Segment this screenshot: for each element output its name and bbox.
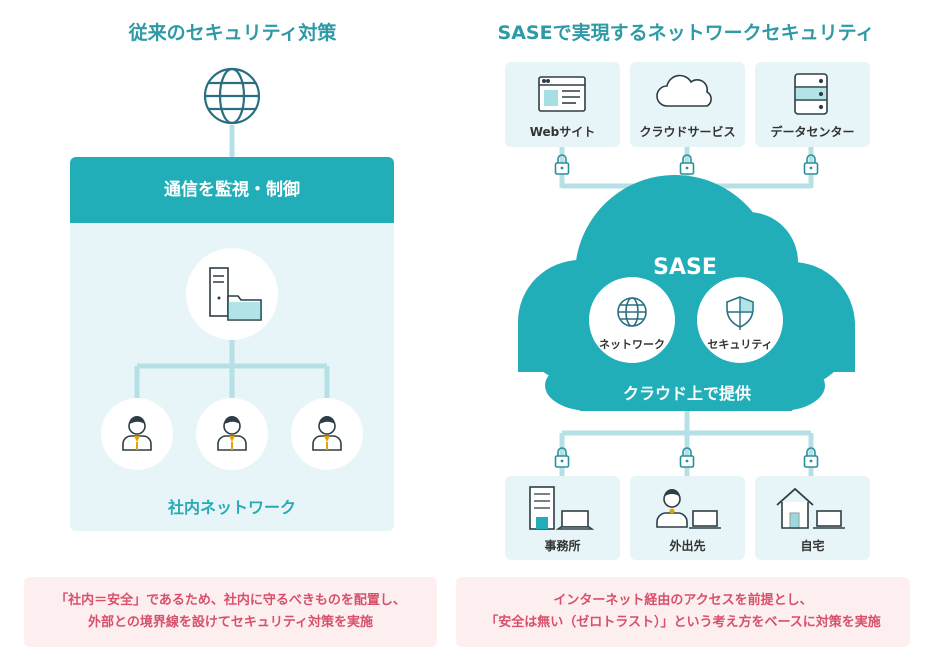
left-note: 「社内＝安全」であるため、社内に守るべきものを配置し、 外部との境界線を設けてセ… <box>24 577 437 647</box>
left-note-line1: 「社内＝安全」であるため、社内に守るべきものを配置し、 <box>55 593 406 608</box>
sase-title: SASE <box>653 255 717 280</box>
left-note-line2: 外部との境界線を設けてセキュリティ対策を実施 <box>87 615 374 630</box>
office-building-icon <box>529 486 595 530</box>
service-label: Webサイト <box>529 125 596 139</box>
tree-connector <box>134 338 330 398</box>
cloud-subtitle: クラウド上で提供 <box>622 384 751 403</box>
security-label: セキュリティ <box>707 338 773 351</box>
service-label: データセンター <box>770 125 855 139</box>
network-label: ネットワーク <box>599 338 665 351</box>
remote-worker-icon <box>656 489 721 529</box>
browser-icon <box>538 76 586 112</box>
sase-cloud <box>518 175 855 411</box>
endpoint-label: 外出先 <box>669 539 706 553</box>
endpoint-label: 事務所 <box>544 539 581 553</box>
right-note-line2: 「安全は無い（ゼロトラスト）」という考え方をベースに対策を実施 <box>485 615 881 630</box>
service-label: クラウドサービス <box>639 125 736 139</box>
monitoring-band: 通信を監視・制御 <box>70 157 394 223</box>
globe-icon <box>203 67 261 125</box>
right-note-line1: インターネット経由のアクセスを前提とし、 <box>553 593 813 608</box>
endpoint-label: 自宅 <box>800 539 825 553</box>
right-title: SASEで実現するネットワークセキュリティ <box>497 22 875 44</box>
right-note: インターネット経由のアクセスを前提とし、 「安全は無い（ゼロトラスト）」という考… <box>456 577 910 647</box>
network-globe-icon <box>617 297 647 327</box>
cloud-icon <box>656 74 712 107</box>
internal-network-label: 社内ネットワーク <box>167 498 296 517</box>
left-title: 従来のセキュリティ対策 <box>128 22 337 44</box>
database-icon <box>794 73 828 115</box>
shield-icon <box>726 296 754 330</box>
server-folder-icon <box>209 267 262 321</box>
home-icon <box>776 487 845 529</box>
